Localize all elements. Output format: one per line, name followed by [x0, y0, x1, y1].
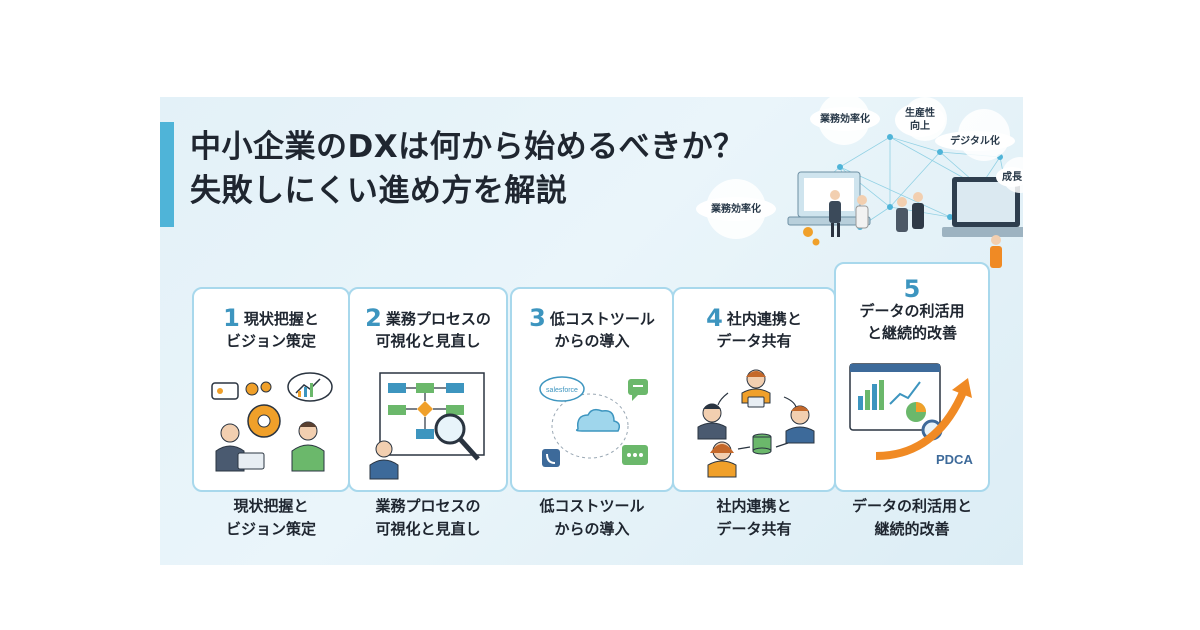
page-title: 中小企業のDXは何から始めるべきか？ 失敗しにくい進め方を解説	[190, 125, 750, 213]
title-accent-bar	[160, 122, 174, 227]
step-2-caption: 業務プロセスの 可視化と見直し	[375, 497, 481, 538]
bubble-productivity: 生産性 向上	[895, 103, 945, 137]
title-line-2: 失敗しにくい進め方を解説	[190, 173, 568, 209]
step-3-number: 3	[529, 304, 546, 332]
step-5-number: 5	[903, 275, 921, 303]
step-1-caption: 現状把握と ビジョン策定	[225, 497, 316, 538]
step-4-caption: 社内連携と データ共有	[716, 497, 792, 538]
step-1-number: 1	[223, 304, 240, 332]
analytics-pdca-icon: PDCA	[849, 363, 973, 467]
flowchart-magnifier-icon	[369, 372, 485, 480]
cloud-tools-icon: salesforce	[539, 376, 648, 467]
strategy-meeting-icon	[211, 372, 333, 472]
step-3-caption: 低コストツール からの導入	[539, 497, 645, 538]
salesforce-logo-text: salesforce	[546, 387, 578, 394]
step-card-5: 5 データの利活用 と継続的改善 PDCA	[834, 262, 990, 492]
step-5-title: 5 データの利活用 と継続的改善	[836, 275, 988, 344]
team-data-sharing-icon	[697, 369, 815, 478]
step-5-caption: データの利活用と 継続的改善	[851, 497, 972, 538]
pdca-label: PDCA	[936, 452, 973, 467]
step-4-number: 4	[706, 304, 723, 332]
laptop-right	[942, 177, 1023, 237]
title-line-1: 中小企業のDXは何から始めるべきか？	[190, 129, 745, 165]
bubble-efficiency-top: 業務効率化	[810, 107, 880, 131]
bubble-efficiency-left: 業務効率化	[696, 197, 776, 221]
bubble-growth: 成長	[996, 167, 1023, 187]
bubble-digitalization: デジタル化	[935, 131, 1015, 151]
banner: 中小企業のDXは何から始めるべきか？ 失敗しにくい進め方を解説	[160, 97, 1023, 565]
step-2-number: 2	[365, 304, 382, 332]
